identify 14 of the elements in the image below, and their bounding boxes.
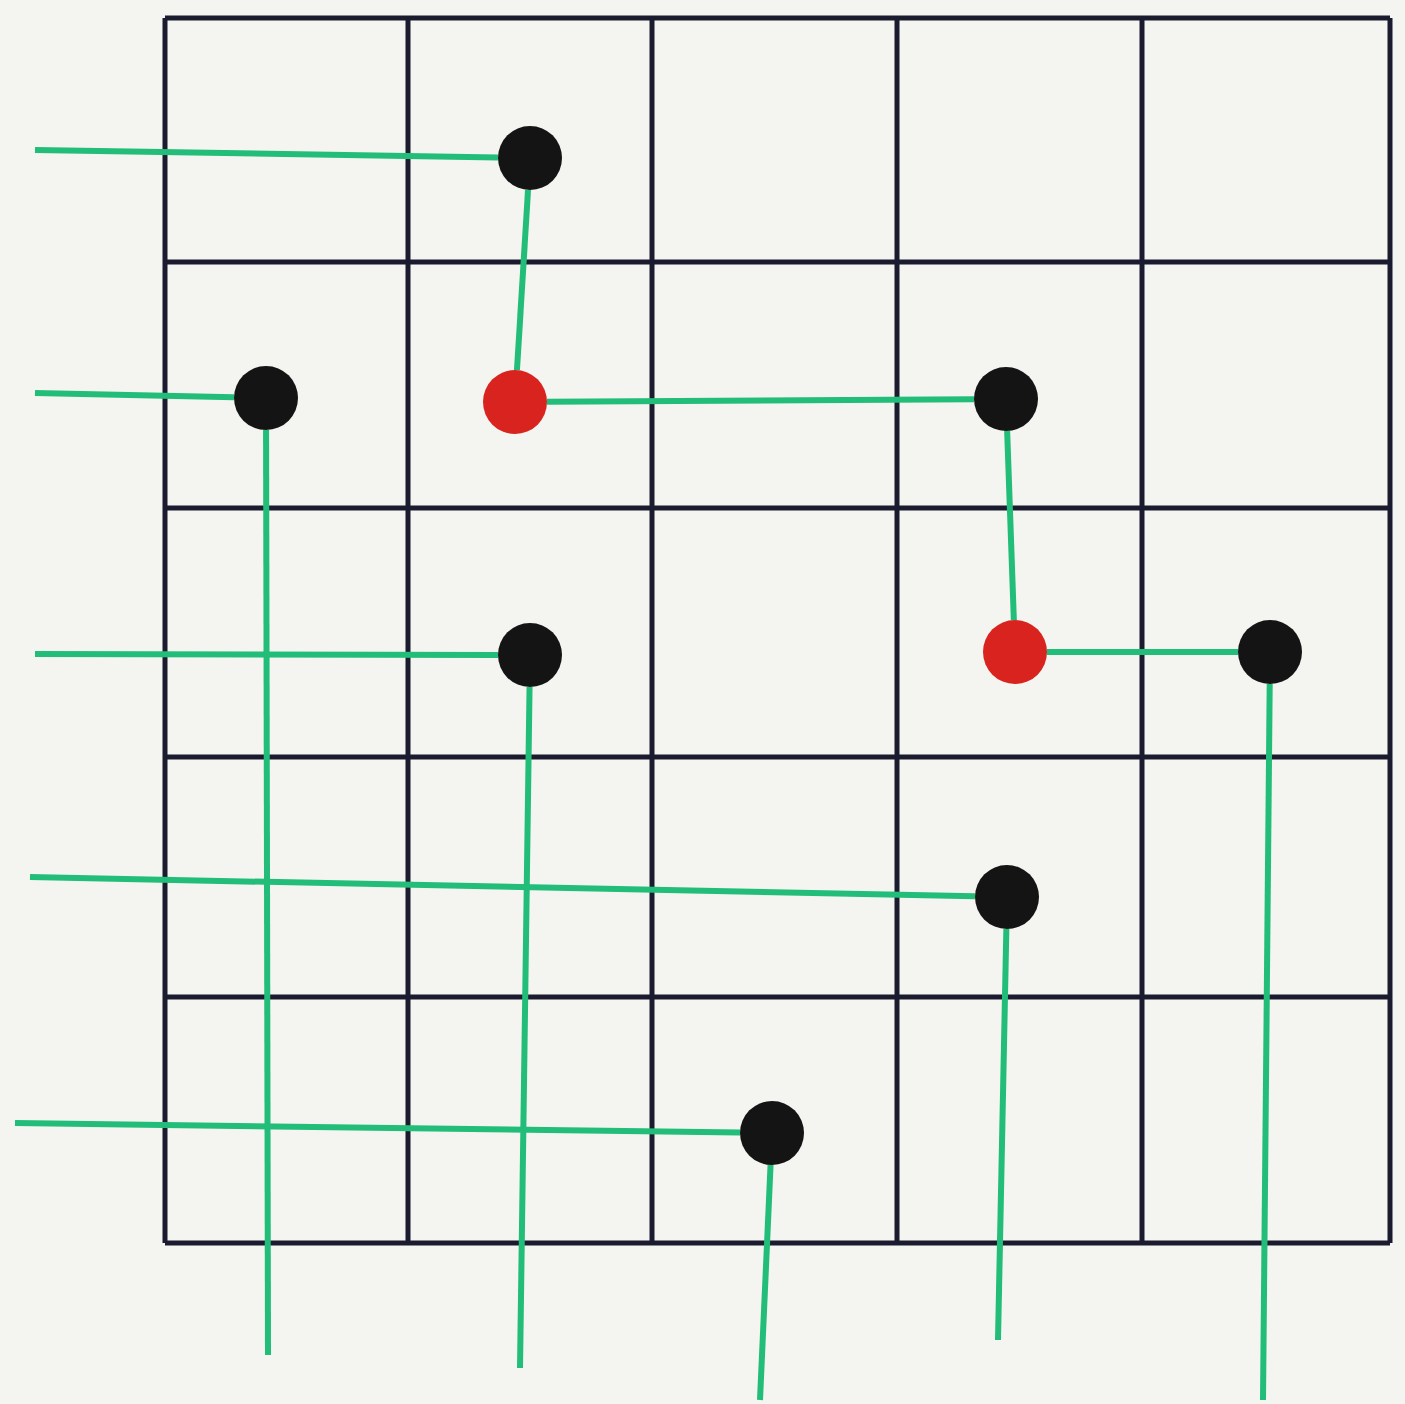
connector-line xyxy=(757,1164,774,1401)
connector-line xyxy=(1004,430,1017,621)
connector-line xyxy=(263,430,271,1355)
connector-line xyxy=(1047,649,1238,655)
connector-line xyxy=(995,928,1010,1341)
connector-line xyxy=(14,1120,741,1136)
connector-line xyxy=(29,874,976,900)
connector-line xyxy=(34,147,499,161)
connector-line xyxy=(513,189,532,371)
connector-line xyxy=(35,651,498,658)
connector-line xyxy=(517,686,533,1369)
connector-line xyxy=(34,390,235,401)
connector-line xyxy=(547,396,974,405)
connector-line xyxy=(1260,683,1273,1401)
